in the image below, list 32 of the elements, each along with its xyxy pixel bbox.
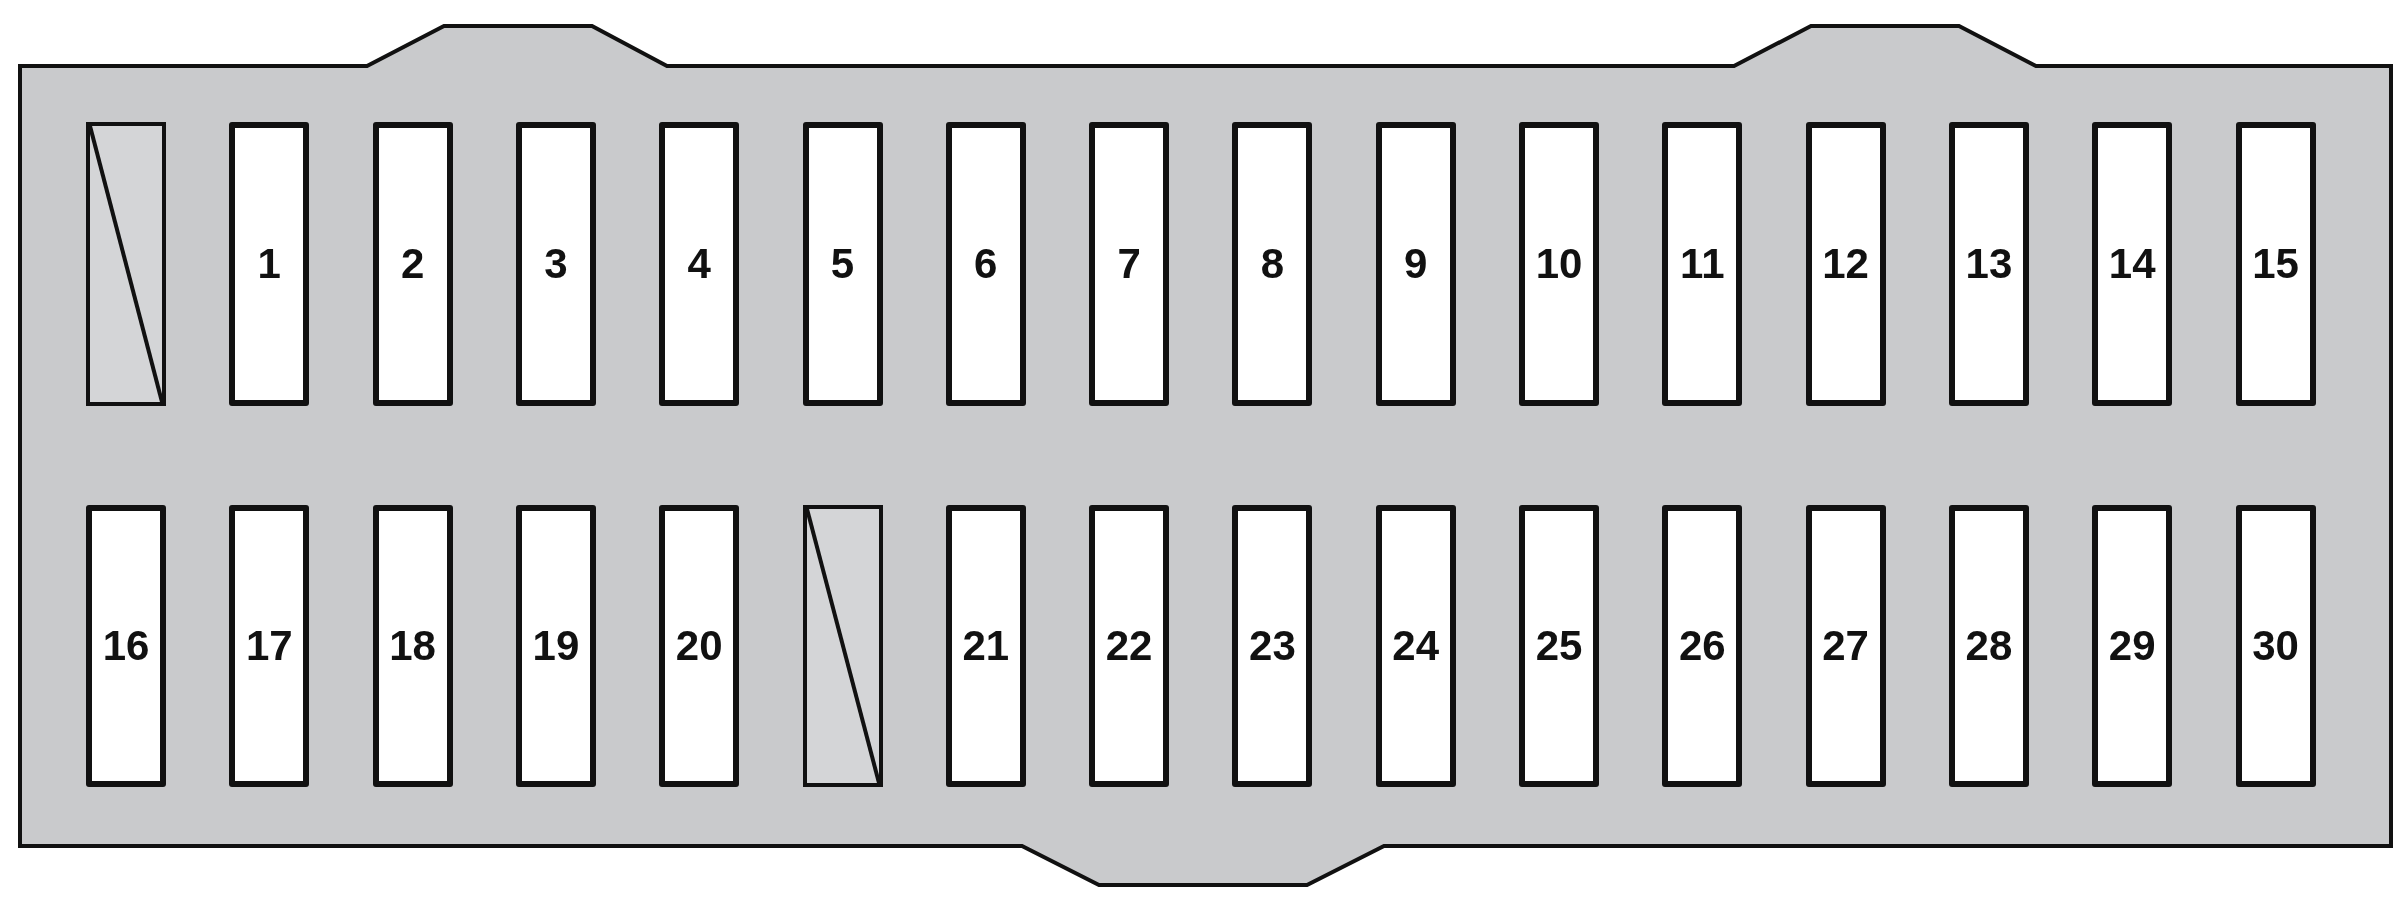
fuse-slot: 4	[659, 122, 740, 406]
fuse-slot: 12	[1805, 122, 1886, 406]
fuse-slot: 18	[372, 505, 453, 787]
fuse-slot: 6	[945, 122, 1026, 406]
fuse-slot: 9	[1375, 122, 1456, 406]
fuse-slot: 27	[1805, 505, 1886, 787]
fuse-slot: 8	[1232, 122, 1313, 406]
fuse-slot: 17	[229, 505, 310, 787]
fuse-slot: 15	[2235, 122, 2316, 406]
fuse-slot: 3	[515, 122, 596, 406]
empty-slot	[86, 122, 166, 406]
fuse-slot: 19	[515, 505, 596, 787]
empty-slot	[802, 505, 883, 787]
fuse-slot: 30	[2235, 505, 2316, 787]
fuse-slot: 22	[1089, 505, 1170, 787]
fuse-slot: 10	[1519, 122, 1599, 406]
fuse-slot: 1	[229, 122, 310, 406]
fuse-slot: 23	[1232, 505, 1313, 787]
fuse-slot: 13	[1948, 122, 2029, 406]
fuse-slot: 24	[1375, 505, 1456, 787]
fuse-slot: 11	[1662, 122, 1743, 406]
fuse-slot: 5	[802, 122, 883, 406]
fuse-slot: 26	[1662, 505, 1743, 787]
fuse-slot: 20	[659, 505, 740, 787]
fuse-slot: 7	[1089, 122, 1170, 406]
fuse-slot: 28	[1948, 505, 2029, 787]
fuse-slot: 21	[945, 505, 1026, 787]
fuse-slot: 16	[86, 505, 166, 787]
fuse-slot: 14	[2092, 122, 2173, 406]
fuse-slot: 29	[2092, 505, 2173, 787]
fuse-slot: 25	[1519, 505, 1599, 787]
fuse-slot: 2	[372, 122, 453, 406]
